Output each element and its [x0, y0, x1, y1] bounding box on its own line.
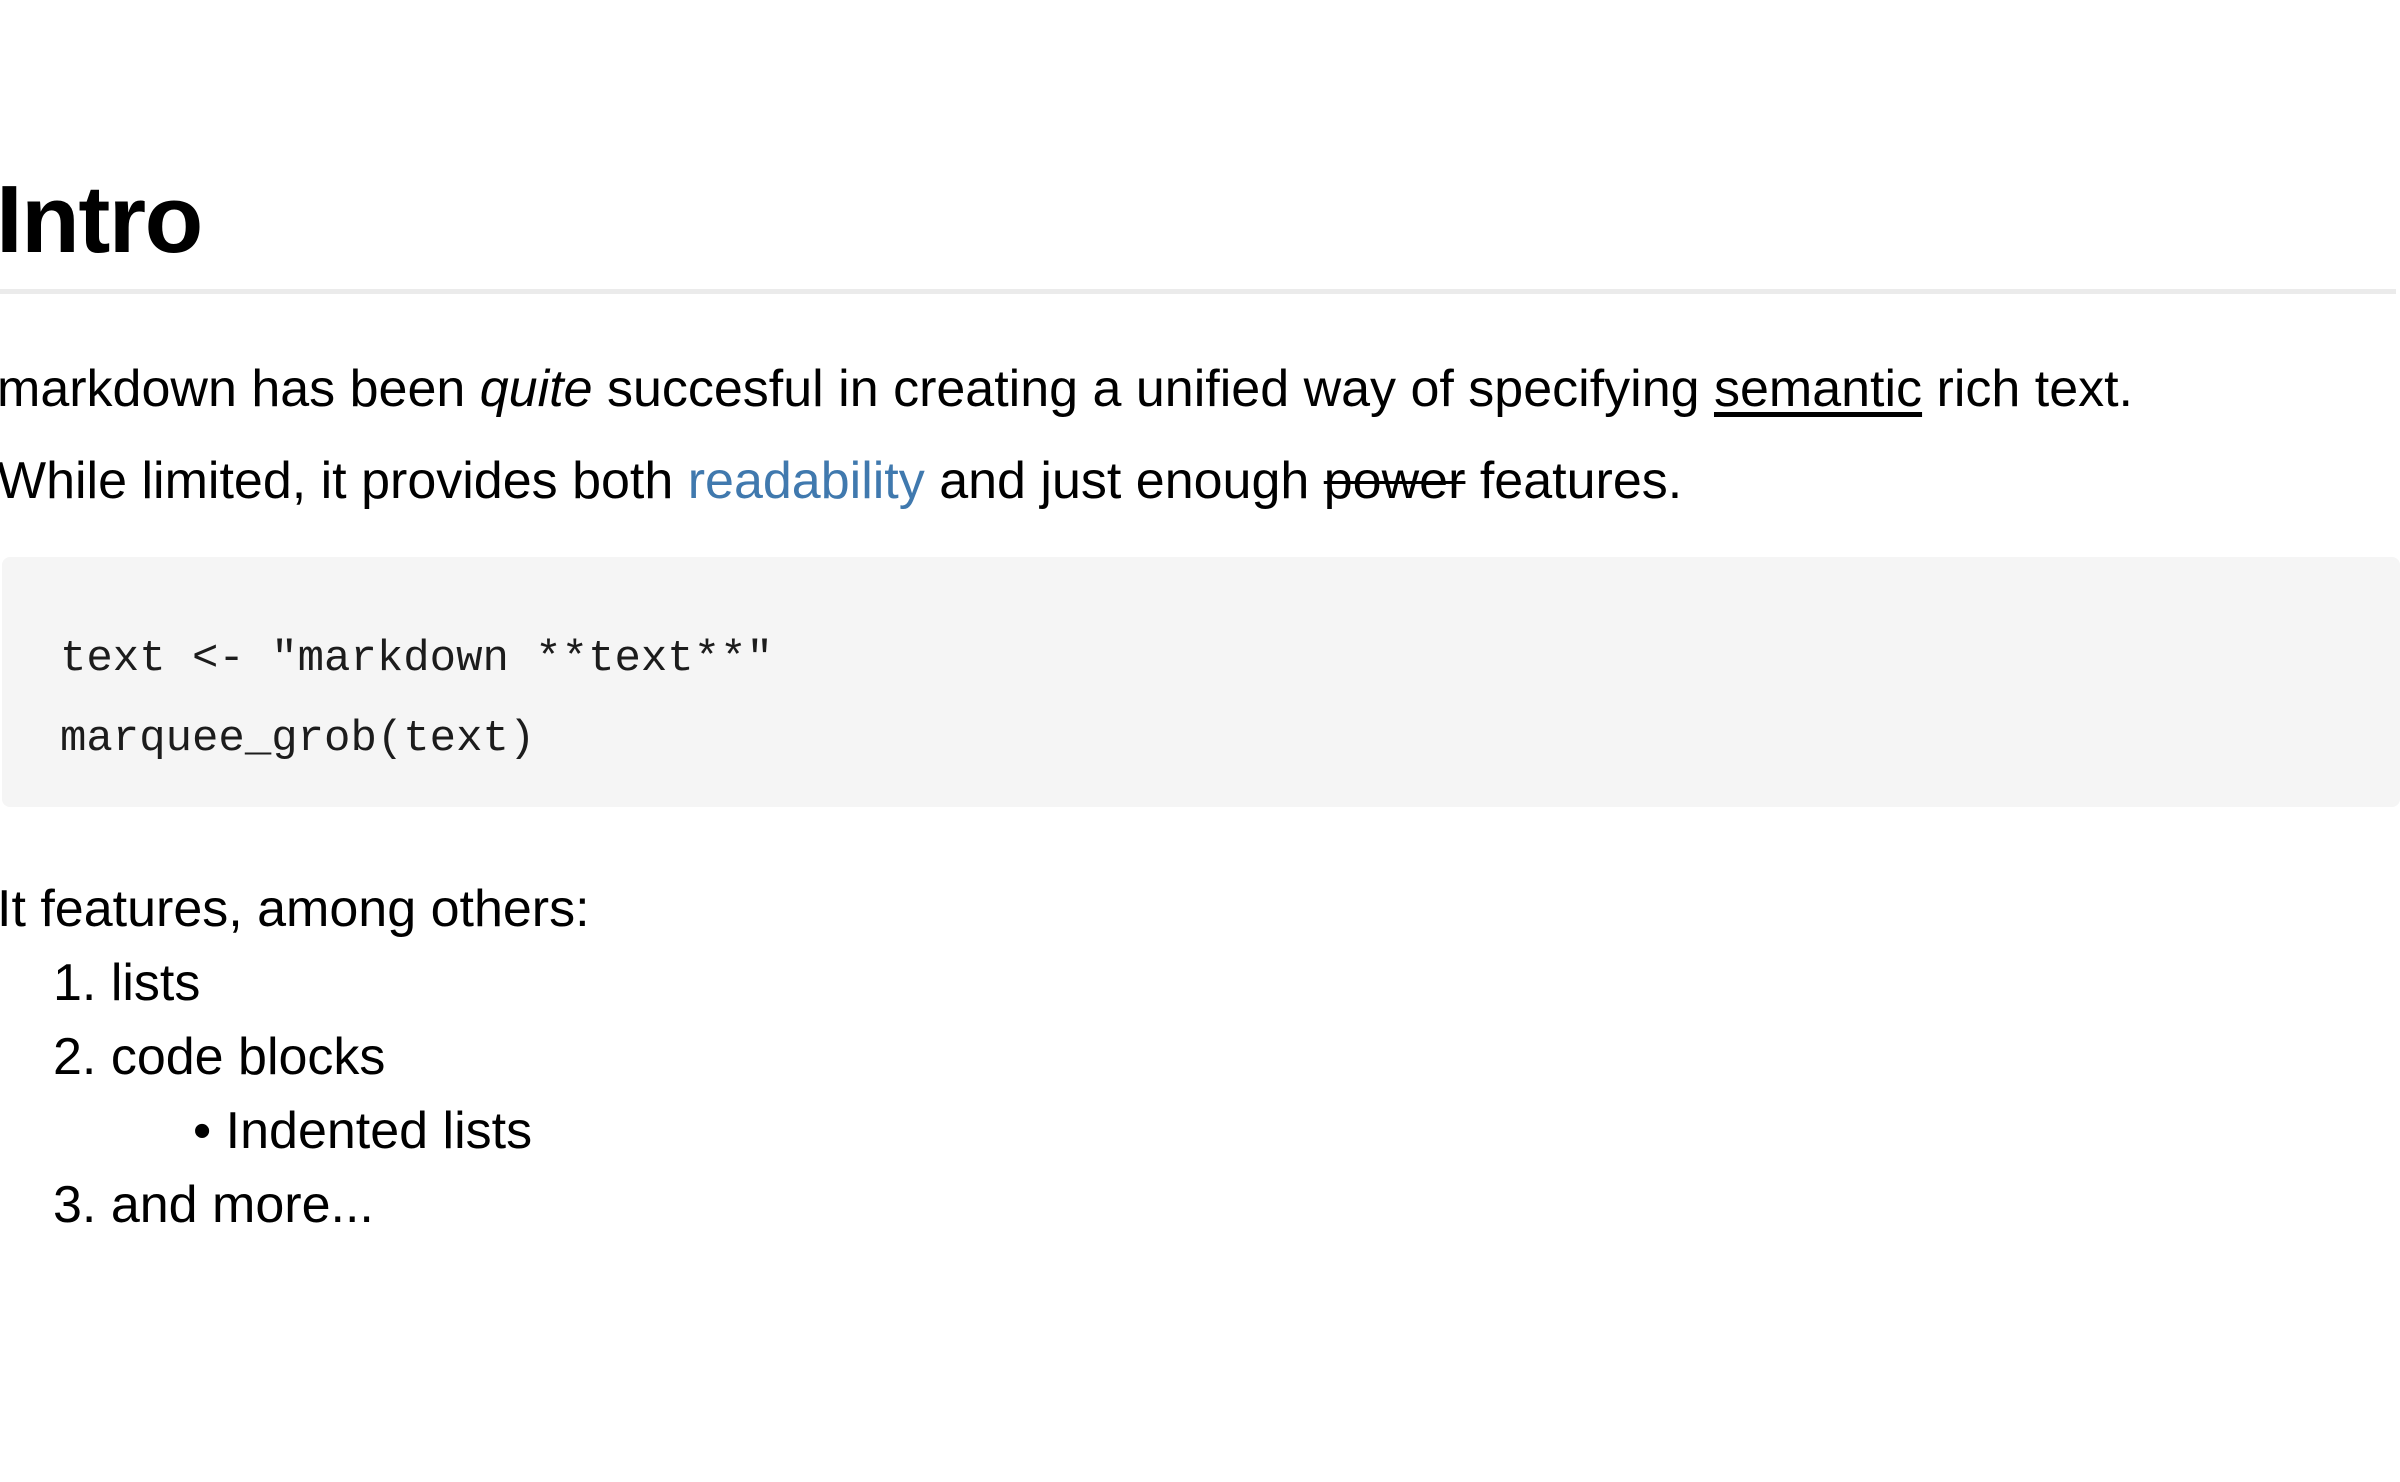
list-intro-text: It features, among others: [0, 880, 590, 938]
list-item-label-text: and more... [110, 1176, 374, 1234]
code-block: text <- "markdown **text**" marquee_grob… [2, 557, 2400, 807]
paragraph-run-plain-3: rich text. [1922, 360, 2134, 418]
paragraph-run-plain-4: While limited, it provides both [0, 452, 688, 510]
paragraph-run-strikethrough: power [1323, 452, 1466, 510]
list-item-label [96, 1176, 110, 1234]
paragraph-run-underline: semantic [1713, 360, 1923, 418]
readability-link[interactable]: readability [687, 452, 925, 510]
list-item-label [211, 1102, 225, 1160]
list-item-label [96, 1028, 110, 1086]
list-item-label-text: code blocks [110, 1028, 386, 1086]
list-item-marker: 1. [53, 954, 97, 1012]
bullet-icon: • [193, 1102, 212, 1160]
code-line-2: marquee_grob(text) [60, 714, 536, 764]
list-item: 3. and more... [53, 1174, 374, 1236]
page-title: Intro [0, 166, 203, 274]
list-item-marker: 2. [53, 1028, 97, 1086]
list-item-label-text: lists [110, 954, 201, 1012]
code-line-1: text <- "markdown **text**" [60, 634, 773, 684]
paragraph-run-plain: markdown has been [0, 360, 480, 418]
paragraph-line-1: markdown has been quite succesful in cre… [0, 360, 2133, 418]
list-item-label [96, 954, 110, 1012]
intro-paragraph: markdown has been quite succesful in cre… [0, 343, 2400, 527]
list-item-marker: 3. [53, 1176, 97, 1234]
list-item-label-text: Indented lists [225, 1102, 533, 1160]
paragraph-run-plain-6: features. [1465, 452, 1683, 510]
list-item-indented: • Indented lists [193, 1100, 532, 1162]
paragraph-run-plain-2: succesful in creating a unified way of s… [592, 360, 1714, 418]
list-item: 2. code blocks [53, 1026, 385, 1088]
paragraph-line-2: While limited, it provides both readabil… [0, 435, 2400, 527]
paragraph-run-italic: quite [479, 360, 593, 418]
paragraph-run-plain-5: and just enough [924, 452, 1324, 510]
list-item: 1. lists [53, 952, 200, 1014]
heading-divider [0, 289, 2396, 294]
